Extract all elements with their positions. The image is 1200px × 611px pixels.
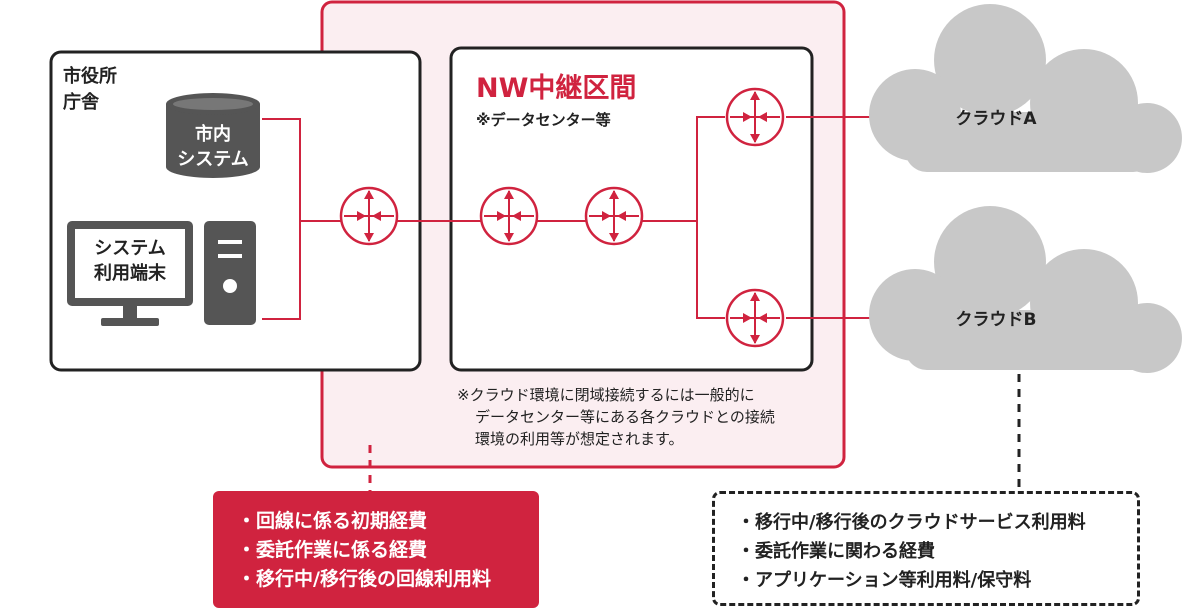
router-icon bbox=[725, 288, 785, 348]
city-office-label: 庁舎 bbox=[63, 91, 100, 113]
note-line: データセンター等にある各クラウドとの接続 bbox=[475, 408, 775, 426]
monitor-icon bbox=[67, 221, 193, 326]
link-branch-a bbox=[696, 116, 725, 221]
note-line: 環境の利用等が想定されます。 bbox=[475, 430, 684, 448]
db-label: 市内 bbox=[195, 123, 231, 145]
cloud-costs-box: ・移行中/移行後のクラウドサービス利用料 ・委託作業に関わる経費 ・アプリケーシ… bbox=[712, 491, 1140, 606]
database-icon bbox=[166, 93, 260, 178]
closed-network-note: ※クラウド環境に閉域接続するには一般的に データセンター等にある各クラウドとの接… bbox=[457, 384, 775, 450]
note-line: ※クラウド環境に閉域接続するには一般的に bbox=[457, 386, 755, 404]
cloud-b-label: クラウドB bbox=[956, 310, 1037, 330]
nw-section-title: NW中継区間 bbox=[476, 72, 636, 104]
cost-item: ・回線に係る初期経費 bbox=[237, 510, 428, 532]
terminal-label: 利用端末 bbox=[94, 262, 167, 284]
link-db bbox=[262, 118, 301, 221]
router-icon bbox=[725, 87, 785, 147]
router-icon bbox=[479, 186, 539, 246]
link-terminal bbox=[262, 221, 301, 320]
router-icon bbox=[339, 186, 399, 246]
cost-item: ・委託作業に関わる経費 bbox=[737, 541, 935, 562]
terminal-label: システム bbox=[94, 238, 165, 259]
router-icon bbox=[584, 186, 644, 246]
cloud-icon bbox=[869, 4, 1182, 173]
cloud-a-label: クラウドA bbox=[955, 109, 1037, 129]
cost-item: ・移行中/移行後の回線利用料 bbox=[237, 568, 491, 590]
city-office-label: 市役所 bbox=[63, 65, 117, 87]
network-costs-box: ・回線に係る初期経費 ・委託作業に係る経費 ・移行中/移行後の回線利用料 bbox=[213, 491, 539, 608]
cost-item: ・アプリケーション等利用料/保守料 bbox=[737, 570, 1032, 591]
cost-item: ・移行中/移行後のクラウドサービス利用料 bbox=[737, 512, 1086, 533]
nw-section-subtitle: ※データセンター等 bbox=[476, 111, 611, 129]
cost-item: ・委託作業に係る経費 bbox=[237, 539, 428, 561]
pc-tower-icon bbox=[204, 221, 256, 325]
link-branch-b bbox=[696, 221, 725, 319]
db-label: システム bbox=[177, 149, 248, 170]
cloud-icon bbox=[869, 206, 1182, 373]
